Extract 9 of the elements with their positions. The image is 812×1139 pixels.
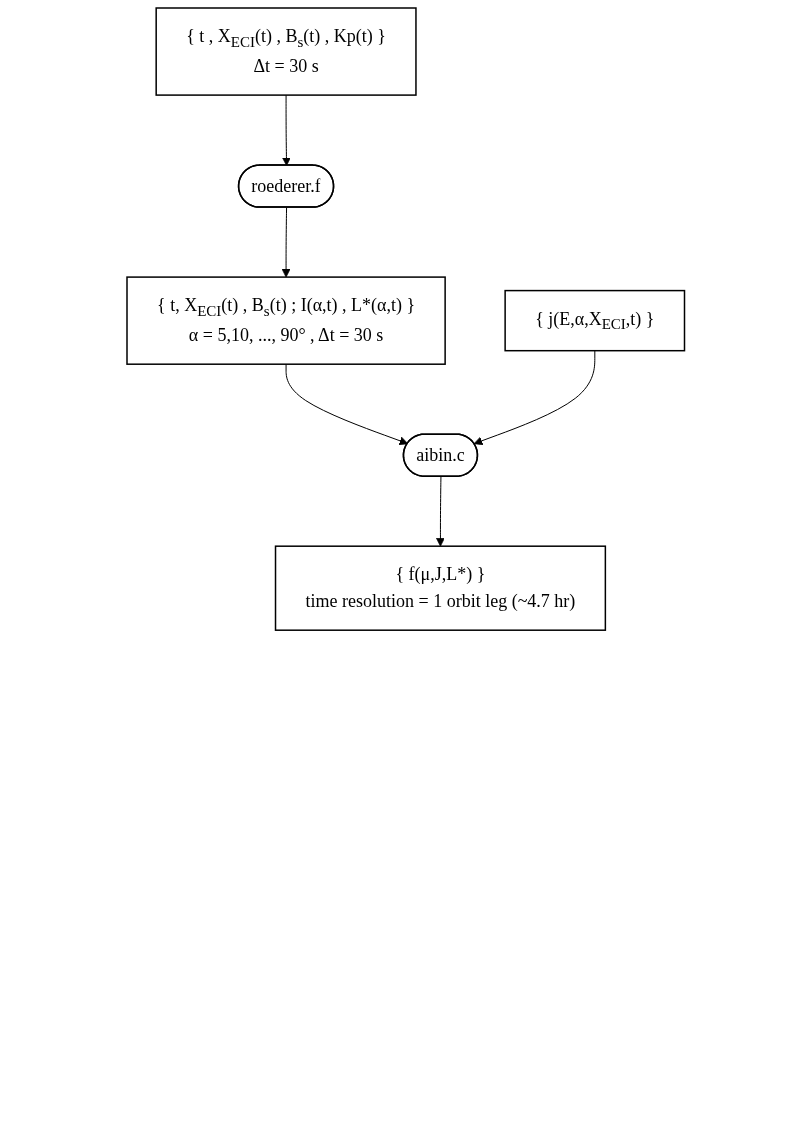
node-box: { f(μ,J,L*) } time resolution = 1 orbit leg (~4.7 hr): [275, 545, 607, 631]
node-box: { t , X$_{ECI}$(t) , B$_{s}$(t) , Kp(t) } Δt = 30 s: [155, 7, 417, 96]
arrow: [474, 350, 596, 446]
arrow: [281, 207, 291, 278]
node-box: { j(E,α,X$_{ECI}$,t) }: [504, 289, 686, 352]
node-box: { t, X$_{ECI}$(t) , B$_{s}$(t) ; I(α,t) , L*(α,t) } α = 5,10, ..., 90° , Δt = 30 s: [126, 276, 447, 365]
arrow: [282, 94, 292, 166]
arrow: [436, 476, 446, 547]
arrow: [285, 363, 409, 446]
